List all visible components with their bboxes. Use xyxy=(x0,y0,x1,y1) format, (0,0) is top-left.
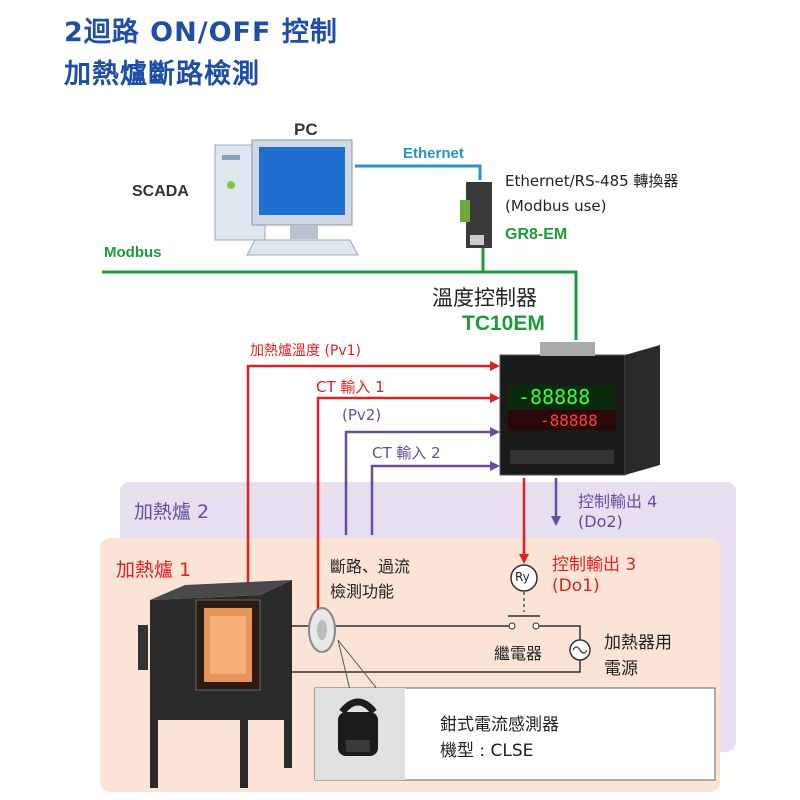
sensor-model: 機型 : CLSE xyxy=(440,741,534,761)
relay-coil-icon xyxy=(510,564,538,592)
page-subtitle: 加熱爐斷路檢測 xyxy=(64,59,260,90)
ct-sensor-ring-icon xyxy=(308,607,336,653)
furnace-icon xyxy=(138,580,292,788)
ct2-line xyxy=(370,464,494,535)
ethernet-line xyxy=(355,164,482,180)
power-line1: 加熱器用 xyxy=(604,633,672,653)
pv1-line xyxy=(246,364,494,628)
pv2-line xyxy=(344,430,494,535)
page-title: 2迴路 ON/OFF 控制 xyxy=(64,17,338,48)
furnace2-label: 加熱爐 2 xyxy=(134,501,210,523)
output3-label: 控制輸出 3 xyxy=(552,555,637,575)
controller-model: TC10EM xyxy=(462,312,545,335)
heater-wire-bottom xyxy=(292,660,581,673)
converter-use: (Modbus use) xyxy=(505,197,607,215)
function-line2: 檢測功能 xyxy=(330,582,395,601)
svg-text:-88888: -88888 xyxy=(518,385,590,409)
power-line2: 電源 xyxy=(604,659,638,679)
ct2-label: CT 輸入 2 xyxy=(372,444,441,462)
pv2-label: (Pv2) xyxy=(342,406,382,424)
pc-label: PC xyxy=(294,120,318,139)
svg-text:-88888: -88888 xyxy=(540,411,598,430)
output3-code: (Do1) xyxy=(552,576,600,596)
relay-symbol: Ry xyxy=(515,570,530,584)
output4-code: (Do2) xyxy=(578,512,623,531)
clamp-sensor-icon xyxy=(338,698,378,756)
pv1-label: 加熱爐溫度 (Pv1) xyxy=(250,343,362,359)
function-line1: 斷路、過流 xyxy=(330,557,411,576)
pc-computer-icon xyxy=(214,139,359,256)
converter-model: GR8-EM xyxy=(505,226,568,243)
sensor-name: 鉗式電流感測器 xyxy=(440,715,559,735)
furnace1-label: 加熱爐 1 xyxy=(116,559,192,581)
ct1-line xyxy=(316,396,494,612)
converter-device-icon xyxy=(460,182,492,248)
ethernet-label: Ethernet xyxy=(403,145,464,162)
output4-label: 控制輸出 4 xyxy=(578,492,658,511)
controller-name: 溫度控制器 xyxy=(432,286,537,310)
scada-label: SCADA xyxy=(132,183,189,200)
modbus-line xyxy=(102,270,578,340)
converter-desc: Ethernet/RS-485 轉換器 xyxy=(505,172,679,190)
ct1-label: CT 輸入 1 xyxy=(316,378,385,396)
relay-label: 繼電器 xyxy=(494,644,543,663)
modbus-label: Modbus xyxy=(104,244,162,261)
temperature-controller-icon: -88888 -88888 xyxy=(499,342,660,476)
